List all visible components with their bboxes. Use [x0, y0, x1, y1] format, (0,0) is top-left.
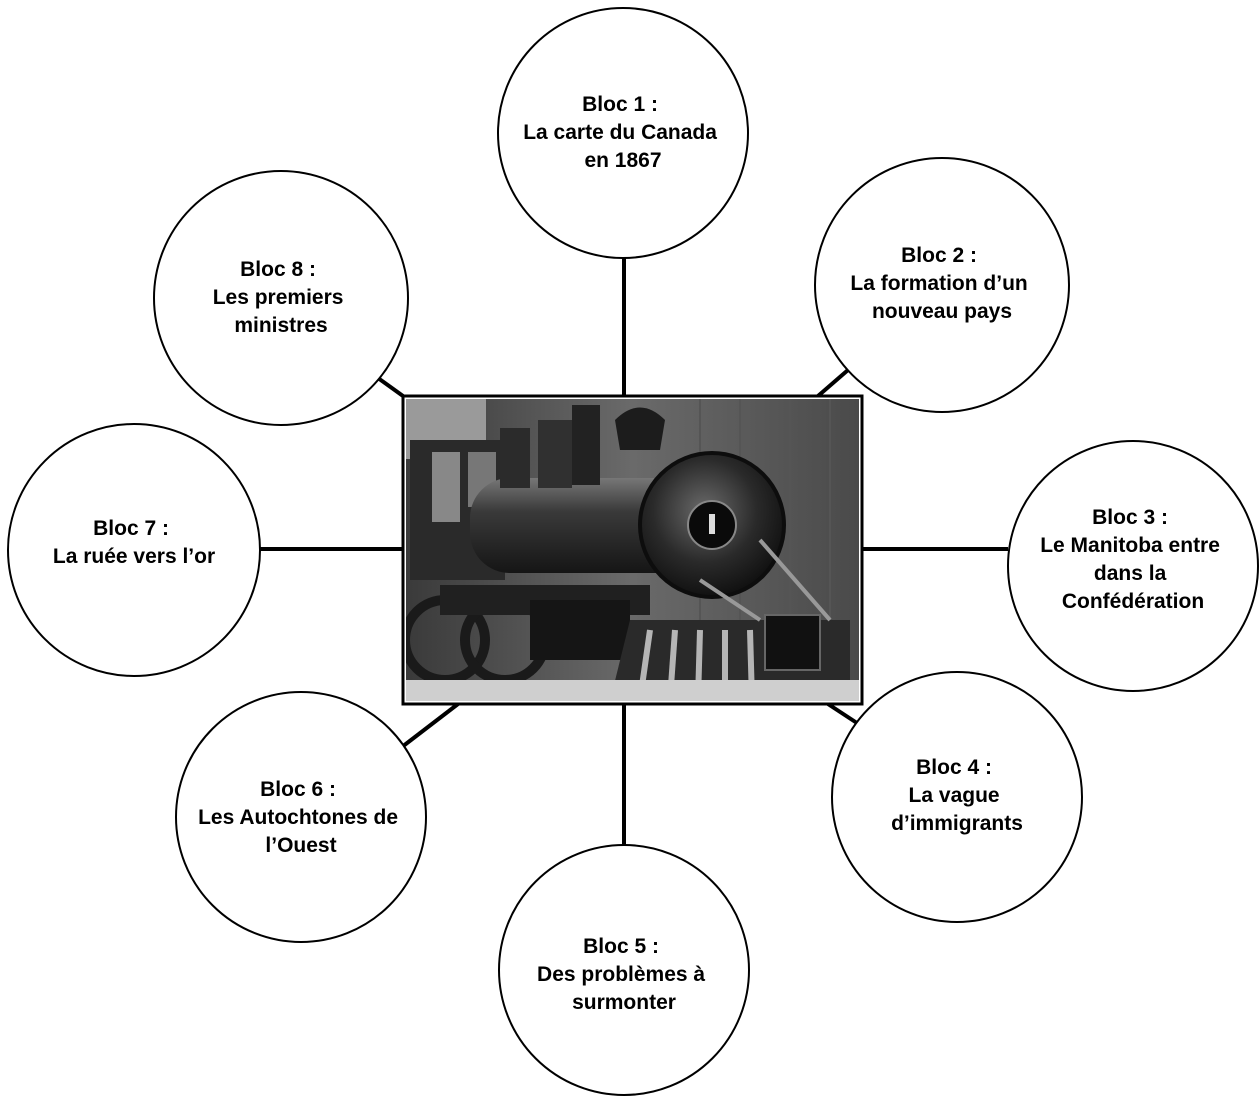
- bloc-2-line-1: Bloc 2 :: [901, 244, 977, 267]
- bloc-2-circle: [814, 157, 1070, 413]
- bloc-4-line-2: La vague: [909, 784, 1000, 807]
- bloc-1-line-1: Bloc 1 :: [582, 93, 658, 116]
- bloc-3-line-2: Le Manitoba entre: [1040, 534, 1220, 557]
- bloc-8-line-2: Les premiers: [213, 286, 344, 309]
- bloc-5-line-1: Bloc 5 :: [583, 935, 659, 958]
- bloc-1-label: Bloc 1 : La carte du Canada en 1867: [523, 93, 723, 172]
- connector-bloc-8: [376, 376, 405, 398]
- bloc-6-label: Bloc 6 : Les Autochtones de l’Ouest: [198, 778, 404, 857]
- bloc-8-line-1: Bloc 8 :: [240, 258, 316, 281]
- connector-lines: [260, 258, 1008, 847]
- bloc-5-line-3: surmonter: [572, 991, 676, 1014]
- bloc-2-line-2: La formation d’un: [850, 272, 1027, 295]
- bloc-8-label: Bloc 8 : Les premiers ministres: [213, 258, 350, 337]
- bloc-3-circle: [1007, 440, 1259, 692]
- bloc-1-circle: [497, 7, 749, 259]
- bloc-2-line-3: nouveau pays: [872, 300, 1012, 323]
- bloc-4-line-3: d’immigrants: [891, 812, 1023, 835]
- bloc-3-line-4: Confédération: [1062, 590, 1204, 613]
- bloc-7-label: Bloc 7 : La ruée vers l’or: [53, 517, 215, 568]
- locomotive-photo: [401, 394, 864, 706]
- bloc-6-circle: [175, 691, 427, 943]
- bloc-6-line-3: l’Ouest: [265, 834, 336, 857]
- bloc-8-line-3: ministres: [234, 314, 327, 337]
- bloc-5-line-2: Des problèmes à: [537, 963, 705, 986]
- bloc-7-circle: [7, 423, 261, 677]
- bloc-6-line-1: Bloc 6 :: [260, 778, 336, 801]
- connector-bloc-4: [826, 702, 862, 727]
- bloc-1-line-3: en 1867: [584, 149, 661, 172]
- bloc-5-label: Bloc 5 : Des problèmes à surmonter: [537, 935, 711, 1014]
- bloc-3-line-1: Bloc 3 :: [1092, 506, 1168, 529]
- bloc-7-line-2: La ruée vers l’or: [53, 545, 215, 568]
- bloc-3-label: Bloc 3 : Le Manitoba entre dans la Confé…: [1040, 506, 1226, 613]
- bloc-2-label: Bloc 2 : La formation d’un nouveau pays: [850, 244, 1033, 323]
- bloc-3-line-3: dans la: [1094, 562, 1167, 585]
- connector-bloc-2: [816, 368, 850, 398]
- connector-bloc-6: [396, 702, 460, 752]
- bloc-7-line-1: Bloc 7 :: [93, 517, 169, 540]
- bloc-4-label: Bloc 4 : La vague d’immigrants: [891, 756, 1023, 835]
- bloc-1-line-2: La carte du Canada: [523, 121, 717, 144]
- bloc-6-line-2: Les Autochtones de: [198, 806, 398, 829]
- bloc-5-circle: [498, 844, 750, 1096]
- bloc-8-circle: [153, 170, 409, 426]
- bloc-4-circle: [831, 671, 1083, 923]
- bloc-4-line-1: Bloc 4 :: [916, 756, 992, 779]
